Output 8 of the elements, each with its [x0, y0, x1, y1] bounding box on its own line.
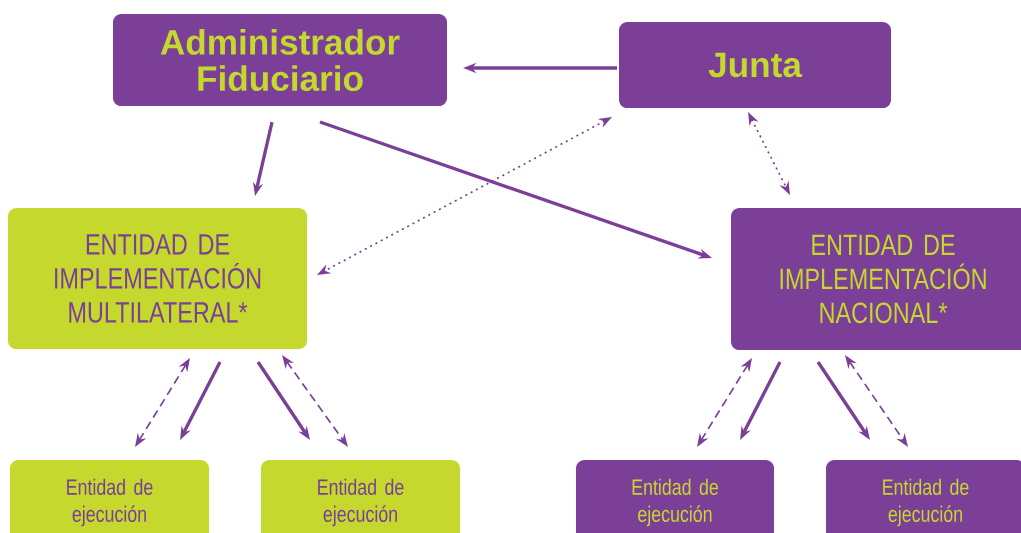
title-box: Administrador Fiduciario — [113, 14, 447, 106]
executing-entity-box: Entidad de ejecución — [576, 460, 774, 533]
title-box: Junta — [619, 22, 891, 108]
entity-box: ENTIDAD DE IMPLEMENTACIÓN NACIONAL* — [731, 208, 1021, 350]
executing-entity-box: Entidad de ejecución — [10, 460, 209, 533]
executing-entity-box: Entidad de ejecución — [826, 460, 1021, 533]
executing-entity-box: Entidad de ejecución — [261, 460, 460, 533]
entity-box: ENTIDAD DE IMPLEMENTACIÓN MULTILATERAL* — [8, 208, 307, 349]
